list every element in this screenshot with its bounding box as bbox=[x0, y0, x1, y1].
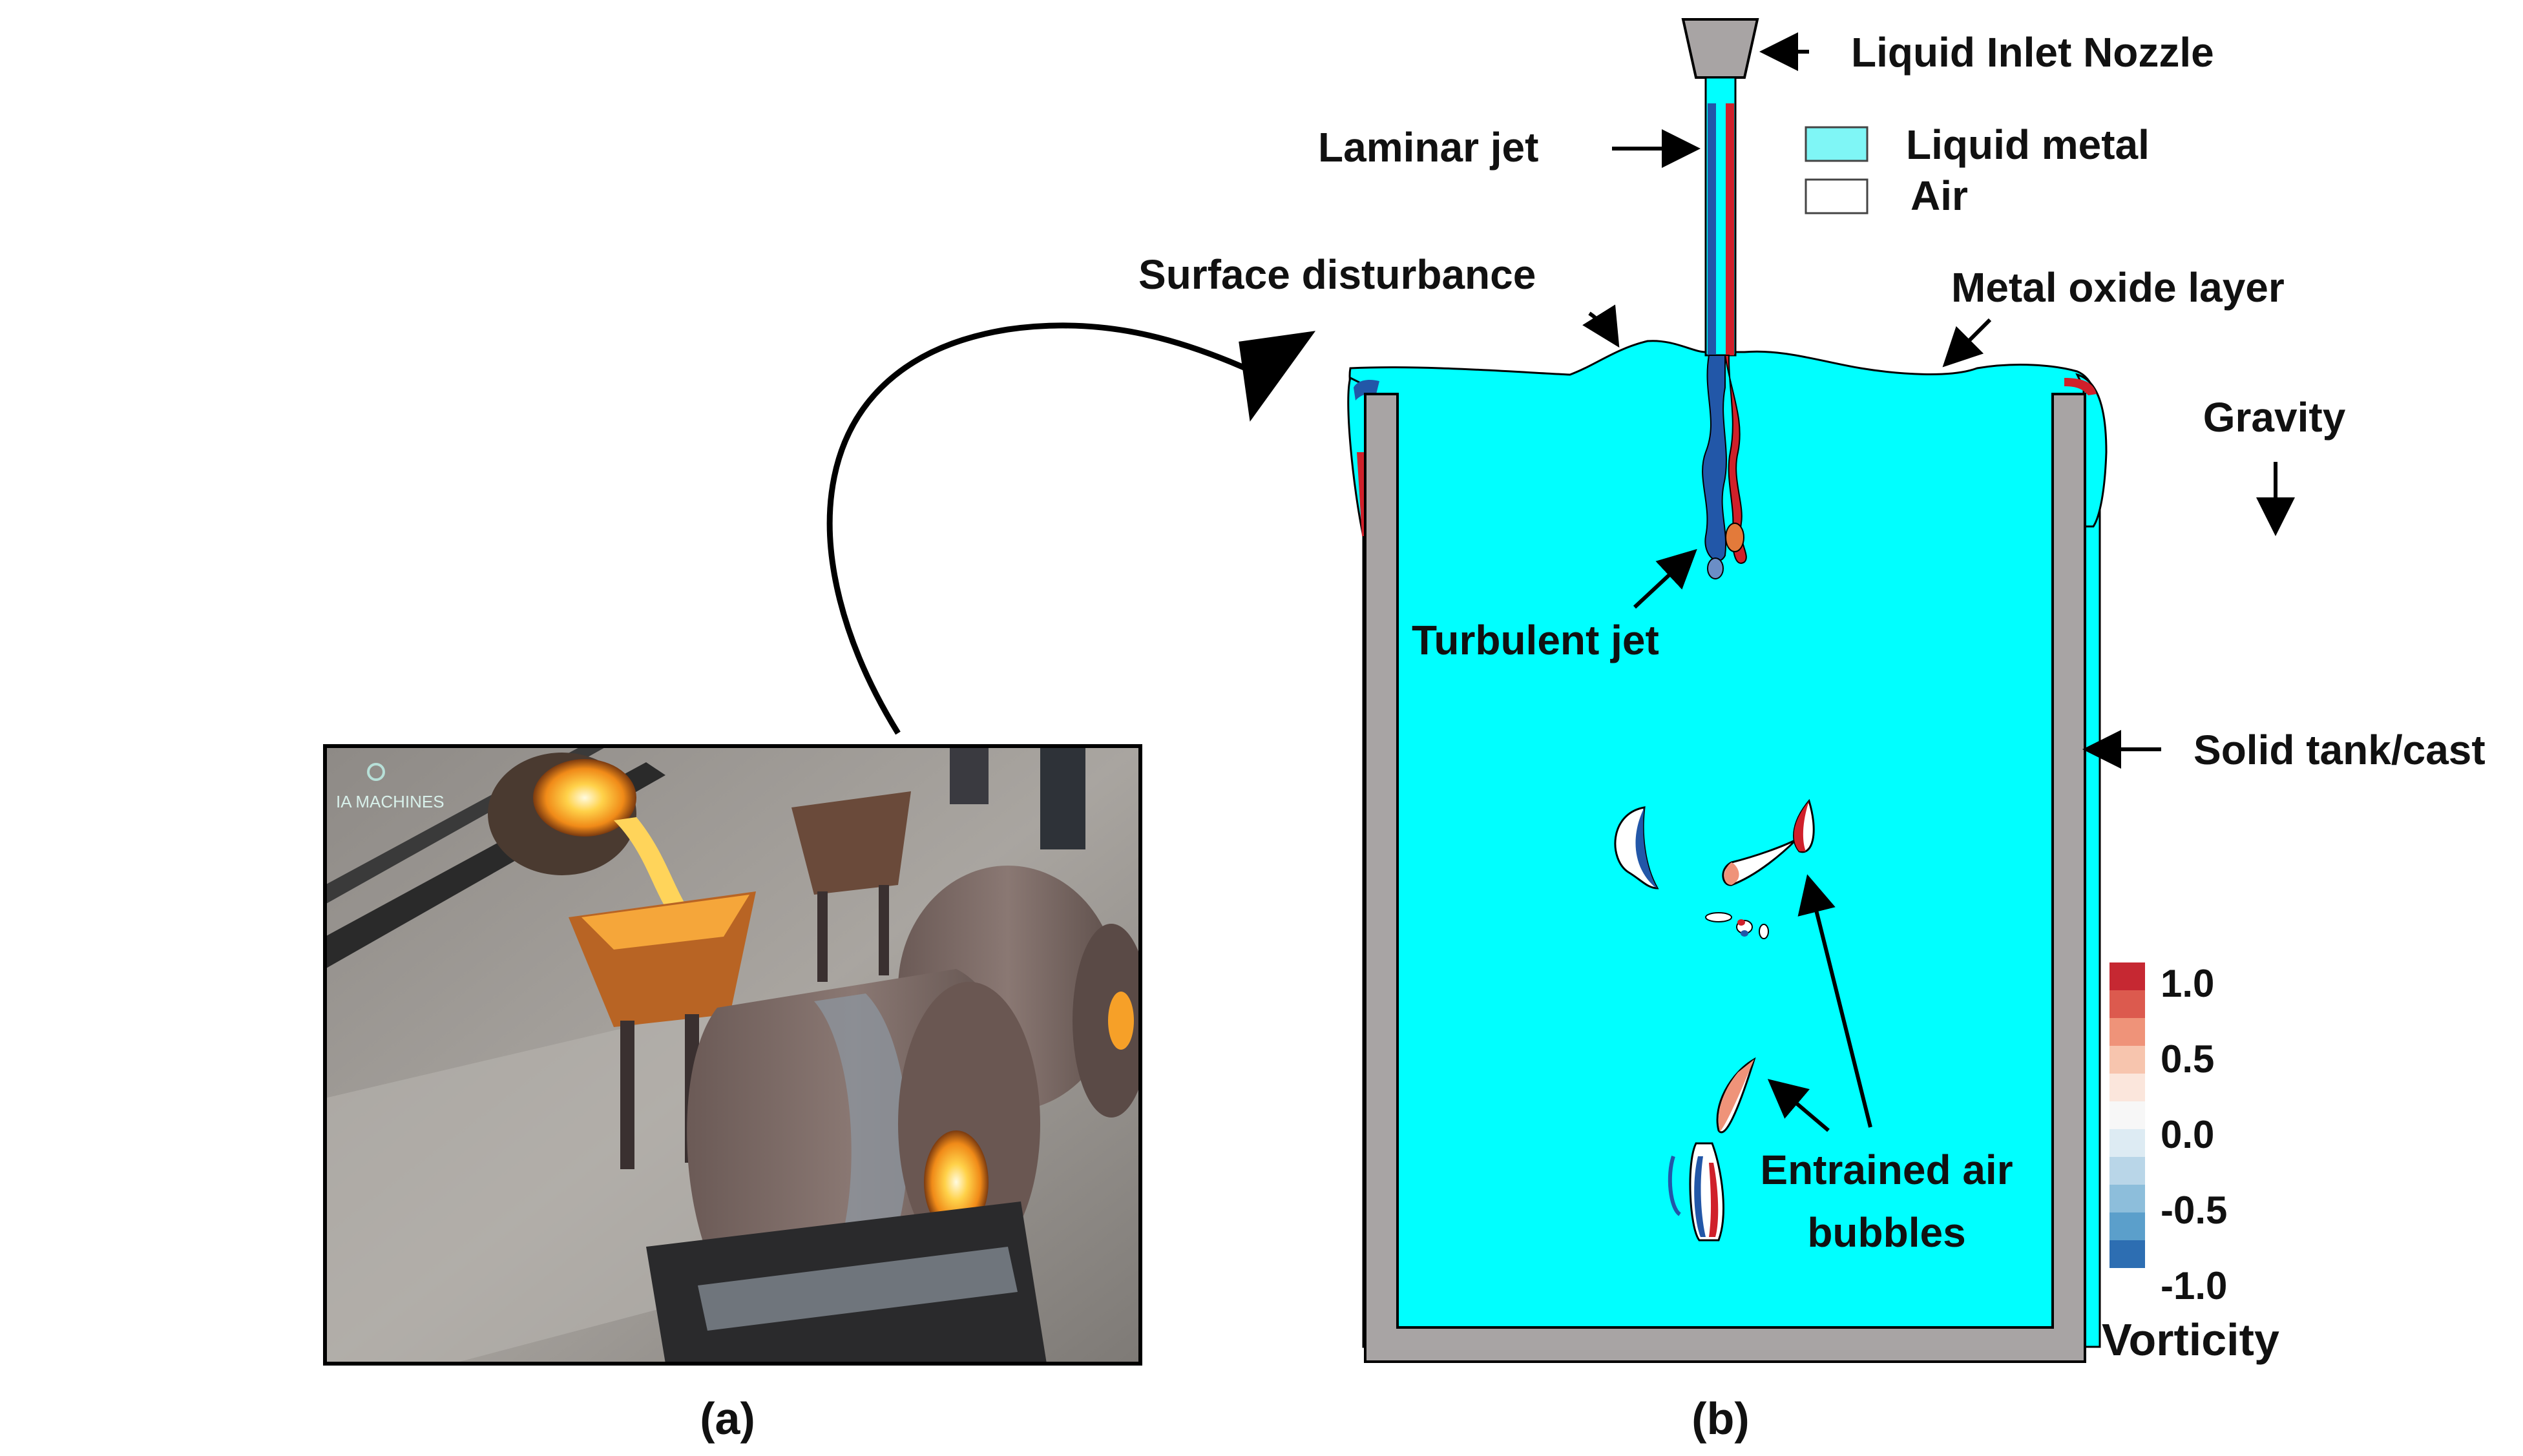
vorticity-colorbar: 1.0 0.5 0.0 -0.5 -1.0 Vorticity bbox=[2102, 962, 2279, 1365]
jet-vorticity-pos bbox=[1726, 103, 1734, 355]
colorbar-segment bbox=[2109, 990, 2145, 1018]
bubble-vort-neg bbox=[1668, 1156, 1682, 1216]
legend-label-air: Air bbox=[1911, 172, 1968, 219]
photo-hopper-back bbox=[791, 791, 911, 895]
label-bubbles-line1: Entrained air bbox=[1760, 1147, 2013, 1193]
label-oxide-layer: Metal oxide layer bbox=[1951, 264, 2285, 311]
oxide-edge-right bbox=[2064, 378, 2097, 395]
bubble-vort-pos bbox=[1718, 1059, 1754, 1132]
photo-worker bbox=[950, 746, 989, 804]
bubble-vort-pos bbox=[1794, 801, 1809, 851]
bubble-vort-neg bbox=[1635, 807, 1657, 888]
panel-b-simulation bbox=[1347, 18, 2108, 1363]
liquid-metal-pool bbox=[1348, 340, 2101, 1348]
panel-a-caption: (a) bbox=[700, 1393, 755, 1444]
label-solid-tank: Solid tank/cast bbox=[2193, 727, 2486, 773]
air-bubble-small bbox=[1705, 912, 1732, 922]
colorbar-segment bbox=[2109, 1129, 2145, 1157]
label-nozzle: Liquid Inlet Nozzle bbox=[1851, 29, 2214, 76]
photo-drum-band bbox=[814, 993, 908, 1292]
bubble-vort-neg bbox=[1694, 1156, 1706, 1237]
legend-label-liquid-metal: Liquid metal bbox=[1906, 121, 2150, 168]
photo-ladle-glow bbox=[533, 759, 636, 837]
jet-droplet bbox=[1725, 523, 1744, 552]
colorbar-segment bbox=[2109, 1074, 2145, 1101]
jet-droplet bbox=[1707, 557, 1724, 579]
colorbar-tick: 1.0 bbox=[2161, 962, 2214, 1005]
photo-frame bbox=[323, 744, 1142, 1366]
oxide-edge-left bbox=[1354, 380, 1379, 400]
colorbar-tick: -1.0 bbox=[2161, 1264, 2227, 1307]
colorbar-tick: 0.0 bbox=[2161, 1113, 2214, 1156]
colorbar-segment bbox=[2109, 962, 2145, 990]
legend-swatch-air bbox=[1805, 178, 1869, 214]
entrained-bubbles bbox=[1614, 798, 1815, 1242]
colorbar-segment bbox=[2109, 1157, 2145, 1185]
photo-hopper-leg bbox=[879, 885, 889, 975]
turbulent-jet-arrow bbox=[1633, 548, 1697, 609]
air-bubble bbox=[1722, 838, 1797, 886]
colorbar-segment bbox=[2109, 1240, 2145, 1268]
colorbar-segment bbox=[2109, 1101, 2145, 1129]
photo-drum-rear-glow bbox=[1108, 992, 1134, 1050]
colorbar-segment bbox=[2109, 1212, 2145, 1240]
phase-legend: Liquid metal Air bbox=[1805, 121, 2150, 219]
colorbar-segment bbox=[2109, 1046, 2145, 1074]
photo-hopper-leg bbox=[817, 891, 828, 982]
liquid-inlet-nozzle bbox=[1681, 18, 1759, 79]
label-surface-disturbance: Surface disturbance bbox=[1138, 251, 1536, 298]
jet-vorticity-neg bbox=[1708, 103, 1716, 355]
surface-disturbance-arrow bbox=[1582, 304, 1620, 348]
bubbles-arrow-lower bbox=[1767, 1079, 1830, 1132]
photo-hopper-leg bbox=[620, 1021, 634, 1169]
photo-drum-rear-face bbox=[1073, 924, 1140, 1118]
colorbar-tick: 0.5 bbox=[2161, 1037, 2214, 1081]
colorbar-segment bbox=[2109, 1018, 2145, 1046]
watermark-logo-icon bbox=[367, 763, 385, 781]
solid-tank bbox=[1364, 393, 2086, 1363]
oxide-layer-arrow bbox=[1942, 318, 1992, 368]
bubbles-arrow-upper bbox=[1797, 874, 1872, 1128]
photo-watermark: IA MACHINES bbox=[336, 792, 445, 811]
panel-a-photo: IA MACHINES bbox=[323, 744, 1142, 1366]
colorbar-title: Vorticity bbox=[2102, 1315, 2279, 1365]
colorbar-tick: -0.5 bbox=[2161, 1189, 2227, 1232]
air-bubble-small bbox=[1759, 924, 1769, 939]
photo-roller-band bbox=[698, 1247, 1018, 1331]
panel-b-caption: (b) bbox=[1691, 1393, 1749, 1444]
bubble-vort-pos bbox=[1737, 919, 1745, 926]
bubble-vort-neg bbox=[1741, 930, 1748, 937]
bubble-vort-pos bbox=[1709, 1163, 1719, 1237]
bubble-vort-pos bbox=[1724, 862, 1739, 885]
link-curve-arrow bbox=[826, 322, 1261, 735]
link-arrowhead bbox=[1239, 331, 1316, 422]
label-gravity: Gravity bbox=[2203, 394, 2346, 441]
label-bubbles-line2: bubbles bbox=[1807, 1209, 1965, 1256]
photo-hopper-glow bbox=[581, 895, 749, 950]
photo-molten-stream bbox=[614, 817, 691, 917]
turbulent-jet-pos bbox=[1724, 355, 1747, 564]
legend-swatch-liquid-metal bbox=[1805, 126, 1869, 162]
label-turbulent-jet: Turbulent jet bbox=[1412, 617, 1659, 663]
label-laminar-jet: Laminar jet bbox=[1318, 124, 1538, 171]
photo-worker bbox=[1040, 746, 1085, 849]
colorbar-segment bbox=[2109, 1185, 2145, 1212]
